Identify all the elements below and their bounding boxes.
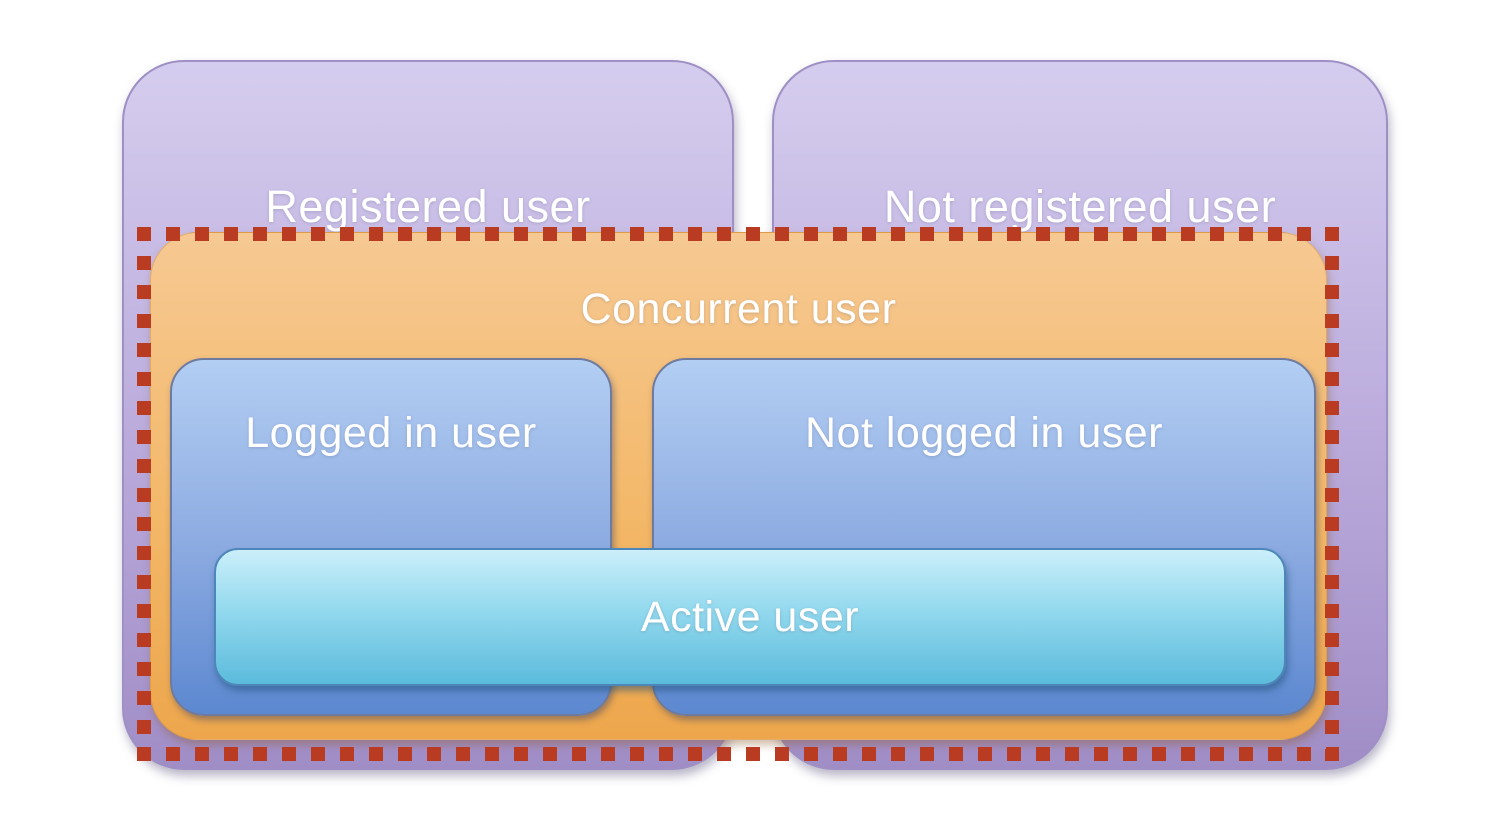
active-user-box: Active user xyxy=(214,548,1286,686)
concurrent-user-label: Concurrent user xyxy=(580,285,897,333)
not-logged-in-user-label: Not logged in user xyxy=(805,409,1163,457)
registered-user-label: Registered user xyxy=(265,181,591,232)
active-user-label: Active user xyxy=(640,592,860,641)
logged-in-user-label: Logged in user xyxy=(245,409,537,457)
not-registered-user-label: Not registered user xyxy=(883,181,1277,232)
